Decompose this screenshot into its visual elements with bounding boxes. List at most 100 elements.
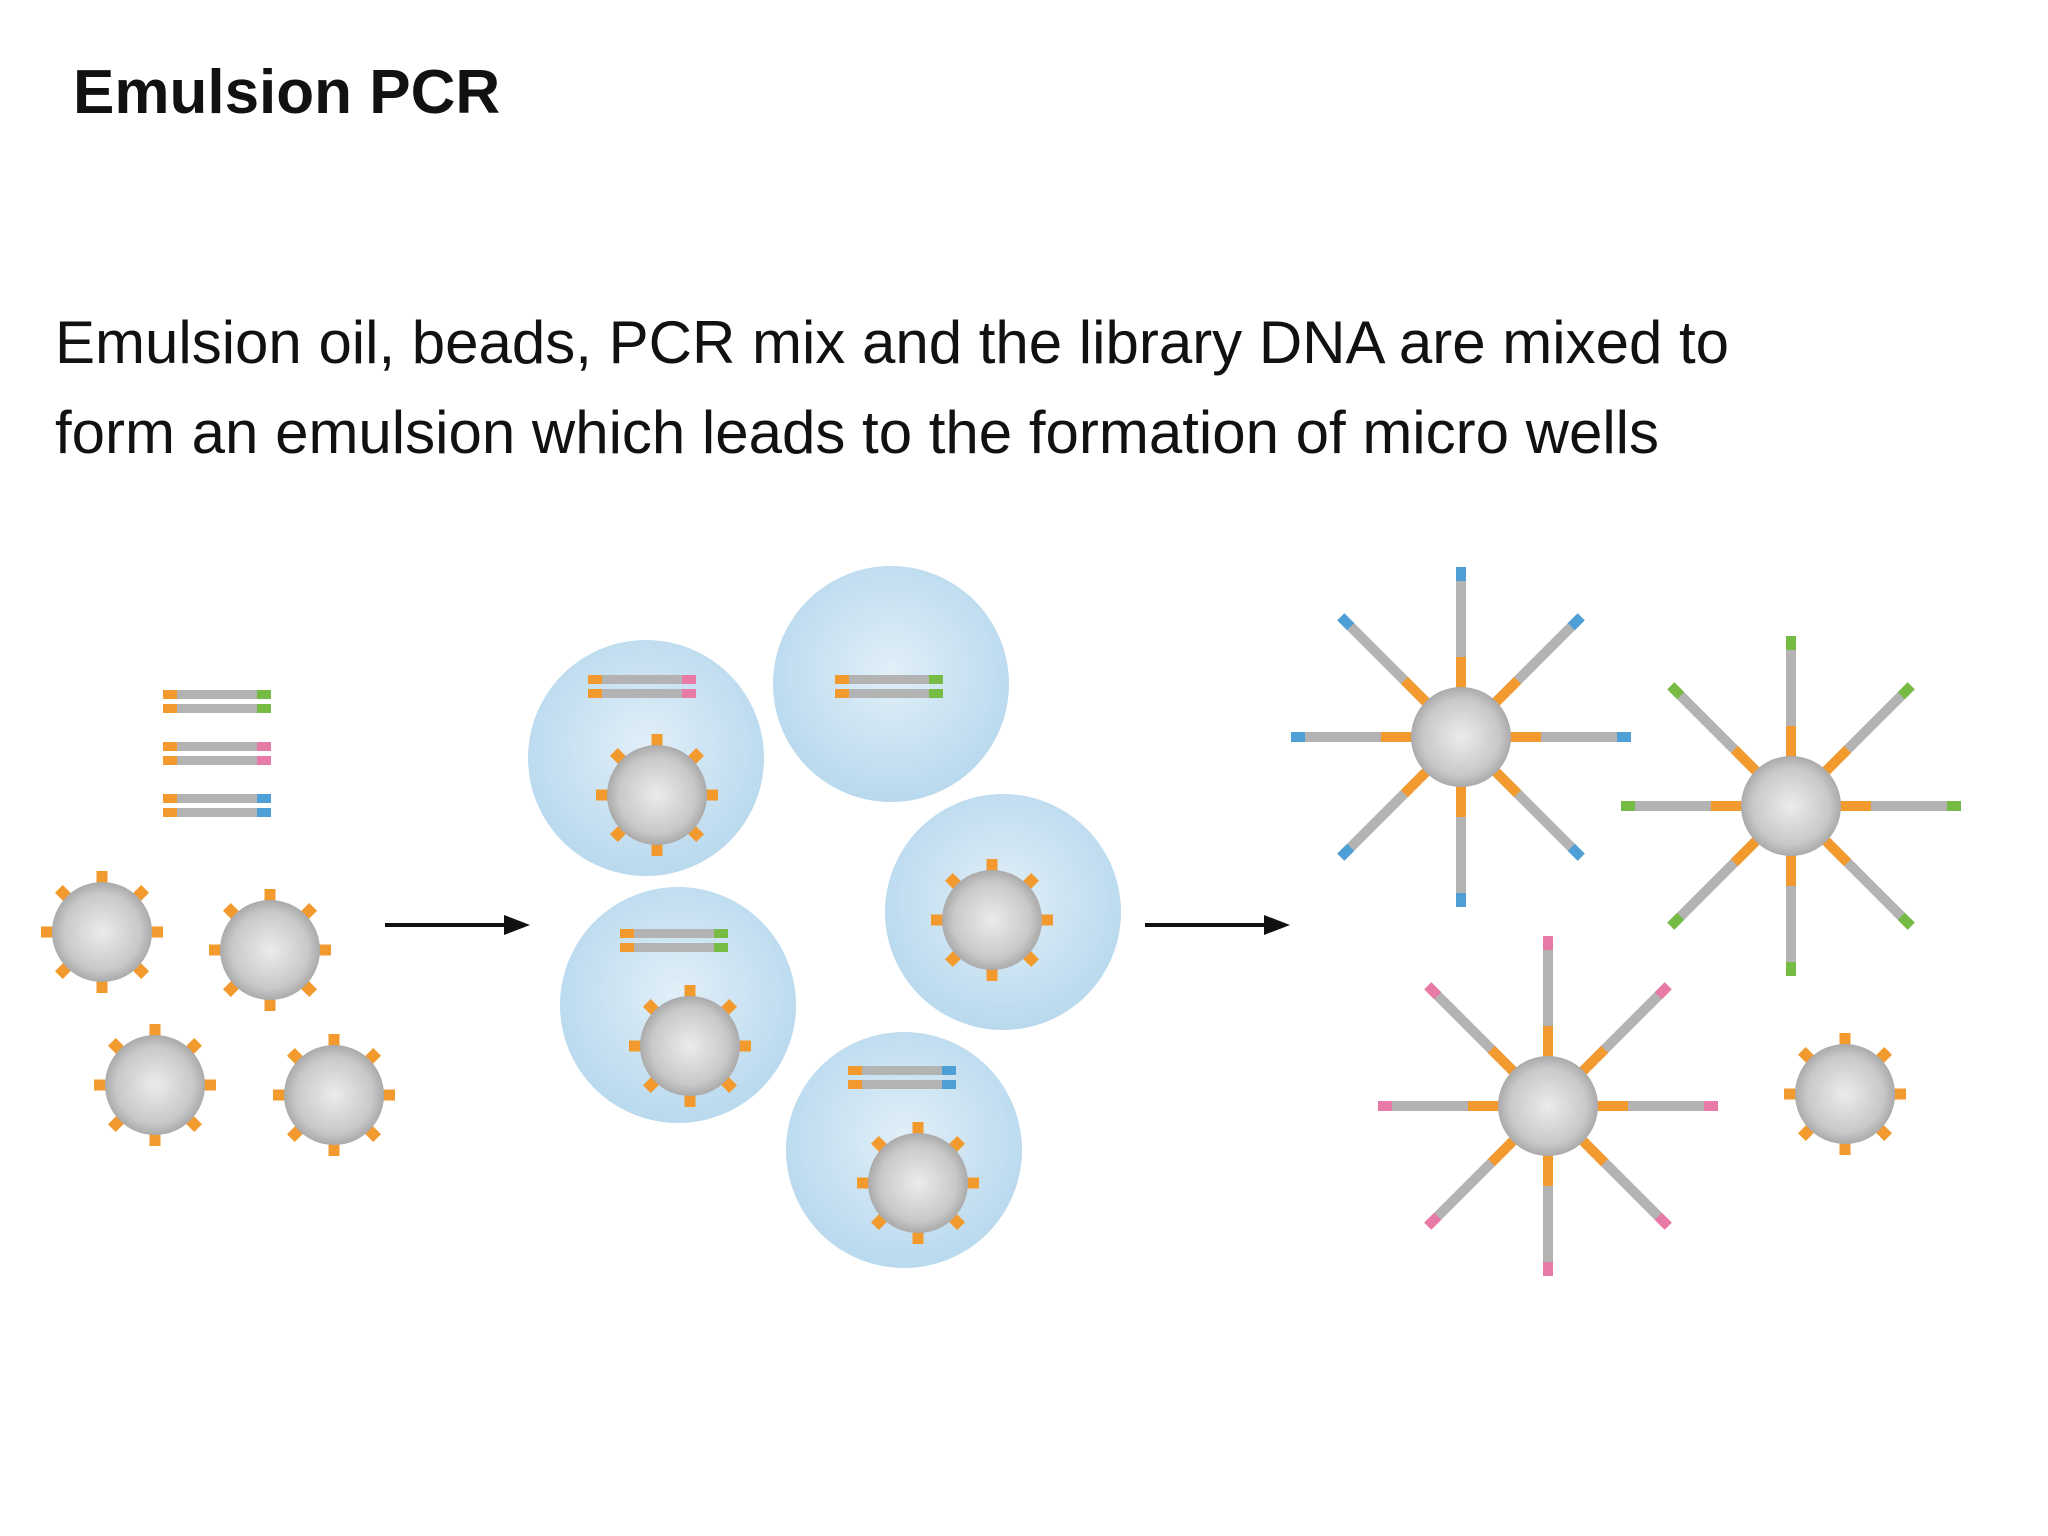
capture-bead-4 [273, 1034, 395, 1156]
arrow-to-emulsion [385, 915, 530, 935]
adapter-segment [620, 943, 634, 952]
slide-title: Emulsion PCR [73, 58, 501, 127]
arrow-head [504, 915, 530, 935]
bead-sphere [284, 1045, 384, 1145]
amplified-adapter [1819, 745, 1852, 778]
amplified-barcode [1567, 613, 1585, 631]
library-fragment-blue [163, 794, 271, 817]
amplified-bead-blue [1291, 567, 1631, 907]
insert-segment [177, 742, 257, 751]
description-line-1: Emulsion oil, beads, PCR mix and the lib… [55, 309, 1730, 376]
bead-layer [41, 687, 1906, 1244]
barcode-segment [929, 675, 943, 684]
capture-bead-1 [41, 871, 163, 993]
amplified-barcode [1424, 1212, 1442, 1230]
amplified-barcode [1567, 843, 1585, 861]
amplified-barcode [1654, 1212, 1672, 1230]
insert-segment [849, 689, 929, 698]
amplified-barcode [1897, 682, 1915, 700]
bead-sphere [868, 1133, 968, 1233]
adapter-segment [848, 1066, 862, 1075]
insert-segment [602, 675, 682, 684]
barcode-segment [257, 690, 271, 699]
adapter-segment [588, 675, 602, 684]
arrow-layer [385, 915, 1290, 935]
adapter-segment [163, 690, 177, 699]
droplet-fragment-1 [588, 675, 696, 698]
insert-segment [177, 704, 257, 713]
insert-segment [177, 794, 257, 803]
amplified-barcode [1667, 912, 1685, 930]
bead-sphere [640, 996, 740, 1096]
barcode-segment [929, 689, 943, 698]
barcode-segment [714, 929, 728, 938]
barcode-segment [714, 943, 728, 952]
adapter-segment [848, 1080, 862, 1089]
insert-segment [177, 756, 257, 765]
adapter-segment [588, 689, 602, 698]
barcode-segment [942, 1066, 956, 1075]
arrow-to-amplified [1145, 915, 1290, 935]
amplified-adapter [1489, 765, 1522, 798]
bead-sphere [105, 1035, 205, 1135]
amplified-barcode [1897, 912, 1915, 930]
bead-sphere [1498, 1056, 1598, 1156]
amplified-adapter [1487, 1045, 1520, 1078]
capture-bead-2 [209, 889, 331, 1011]
insert-segment [634, 943, 714, 952]
amplified-barcode [1667, 682, 1685, 700]
amplified-adapter [1489, 676, 1522, 709]
adapter-segment [163, 756, 177, 765]
insert-segment [602, 689, 682, 698]
amplified-adapter [1400, 765, 1433, 798]
amplified-bead-pink [1378, 936, 1718, 1276]
amplified-barcode [1424, 982, 1442, 1000]
library-fragment-green [163, 690, 271, 713]
bead-sphere [52, 882, 152, 982]
bead-sphere [1795, 1044, 1895, 1144]
bead-sphere [1411, 687, 1511, 787]
description-line-2: form an emulsion which leads to the form… [55, 399, 1660, 466]
unamplified-bead [1784, 1033, 1906, 1155]
arrow-head [1264, 915, 1290, 935]
droplet-fragment-5 [848, 1066, 956, 1089]
bead-sphere [220, 900, 320, 1000]
amplified-barcode [1654, 982, 1672, 1000]
barcode-segment [682, 689, 696, 698]
adapter-segment [835, 689, 849, 698]
bead-sphere [1741, 756, 1841, 856]
capture-bead-3 [94, 1024, 216, 1146]
insert-segment [177, 690, 257, 699]
amplified-adapter [1400, 676, 1433, 709]
droplet-bead-1 [596, 734, 718, 856]
amplified-barcode [1337, 613, 1355, 631]
amplified-adapter [1730, 834, 1763, 867]
barcode-segment [257, 756, 271, 765]
barcode-segment [257, 808, 271, 817]
insert-segment [849, 675, 929, 684]
droplet-bead-3 [931, 859, 1053, 981]
droplet-bead-5 [857, 1122, 979, 1244]
droplet-fragment-4 [620, 929, 728, 952]
amplified-bead-blue-core [1411, 687, 1511, 787]
amplified-bead-green-core [1741, 756, 1841, 856]
amplified-adapter [1819, 834, 1852, 867]
insert-segment [862, 1066, 942, 1075]
barcode-segment [257, 794, 271, 803]
strand-layer [163, 567, 1961, 1276]
droplet-fragment-2 [835, 675, 943, 698]
adapter-segment [163, 742, 177, 751]
adapter-segment [163, 808, 177, 817]
insert-segment [862, 1080, 942, 1089]
amplified-adapter [1576, 1134, 1609, 1167]
barcode-segment [257, 742, 271, 751]
amplified-adapter [1576, 1045, 1609, 1078]
barcode-segment [942, 1080, 956, 1089]
adapter-segment [835, 675, 849, 684]
amplified-bead-green [1621, 636, 1961, 976]
slide-description: Emulsion oil, beads, PCR mix and the lib… [55, 298, 2015, 478]
bead-sphere [942, 870, 1042, 970]
barcode-segment [257, 704, 271, 713]
library-fragment-pink [163, 742, 271, 765]
